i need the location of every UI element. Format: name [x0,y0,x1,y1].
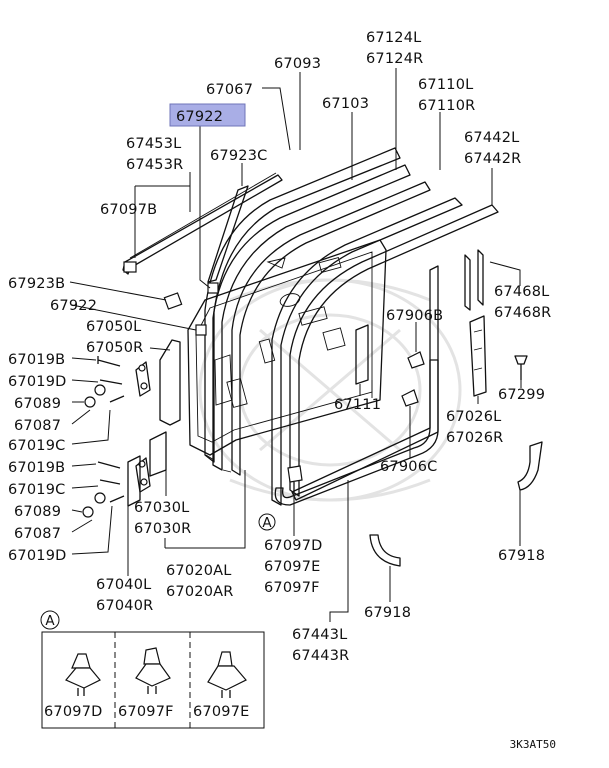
label-67110l[interactable]: 67110L [418,77,473,93]
label-67922-highlighted[interactable]: 67922 [176,109,223,125]
label-67050r[interactable]: 67050R [86,340,143,356]
label-67299[interactable]: 67299 [498,387,545,403]
door-assembly [122,147,499,506]
label-67097d[interactable]: 67097D [264,538,323,554]
label-67020al[interactable]: 67020AL [166,563,232,579]
part-67906c [401,389,419,407]
label-67019d-upper[interactable]: 67019D [8,374,67,390]
label-67087-lower[interactable]: 67087 [14,526,61,542]
label-67110r[interactable]: 67110R [418,98,475,114]
label-67019b-lower[interactable]: 67019B [8,460,65,476]
part-67299 [514,355,528,380]
label-67030l[interactable]: 67030L [134,500,189,516]
label-67918-right[interactable]: 67918 [498,548,545,564]
label-67019d-lower[interactable]: 67019D [8,548,67,564]
door-check-67050 [159,339,181,426]
label-67918-bottom[interactable]: 67918 [364,605,411,621]
label-67468r[interactable]: 67468R [494,305,551,321]
clip-67097b [123,261,137,273]
svg-text:A: A [45,613,55,629]
clip-67097f-icon [135,647,171,694]
label-67124r[interactable]: 67124R [366,51,423,67]
label-67050l[interactable]: 67050L [86,319,141,335]
label-67019c-lower[interactable]: 67019C [8,482,65,498]
figure-code: 3K3AT50 [510,738,556,751]
label-67453l[interactable]: 67453L [126,136,181,152]
label-67019c-upper[interactable]: 67019C [8,438,65,454]
label-67103[interactable]: 67103 [322,96,369,112]
label-67097b[interactable]: 67097B [100,202,157,218]
hinge-upper [84,356,151,408]
part-67026 [469,315,487,397]
hinge-plate-67030 [149,431,167,477]
label-67442l[interactable]: 67442L [464,130,519,146]
label-67124l[interactable]: 67124L [366,30,421,46]
hinge-lower [82,457,151,518]
callout-labels: 67093 67067 67922 67124L 67124R 67103 67… [8,30,551,664]
label-67040l[interactable]: 67040L [96,577,151,593]
label-67468l[interactable]: 67468L [494,284,549,300]
label-67020ar[interactable]: 67020AR [166,584,234,600]
label-67923c[interactable]: 67923C [210,148,267,164]
label-67906b[interactable]: 67906B [386,308,443,324]
inset-detail-a: A 67097D 67097F 67097E [40,610,265,729]
label-67093[interactable]: 67093 [274,56,321,72]
label-67443l[interactable]: 67443L [292,627,347,643]
label-67040r[interactable]: 67040R [96,598,153,614]
leader-lines [69,68,522,622]
label-67443r[interactable]: 67443R [292,648,349,664]
label-67067[interactable]: 67067 [206,82,253,98]
watermark-emblem [198,278,462,502]
label-67030r[interactable]: 67030R [134,521,191,537]
label-67087-upper[interactable]: 67087 [14,418,61,434]
part-67906b [407,351,425,369]
hinge-plate-67040 [127,455,141,507]
inset-label-67097f[interactable]: 67097F [118,704,174,720]
svg-text:A: A [262,515,272,531]
label-67026r[interactable]: 67026R [446,430,503,446]
label-67453r[interactable]: 67453R [126,157,183,173]
label-67019b-upper[interactable]: 67019B [8,352,65,368]
label-67111[interactable]: 67111 [334,397,381,413]
clip-67097e-icon [207,651,247,698]
inset-label-67097e[interactable]: 67097E [193,704,250,720]
inset-label-67097d[interactable]: 67097D [44,704,103,720]
part-67918-right [517,441,543,491]
clip-67097d-icon [65,653,101,696]
label-67923b[interactable]: 67923B [8,276,65,292]
label-67097f[interactable]: 67097F [264,580,320,596]
label-67922[interactable]: 67922 [50,298,97,314]
label-67442r[interactable]: 67442R [464,151,521,167]
label-67026l[interactable]: 67026L [446,409,501,425]
label-67097e[interactable]: 67097E [264,559,321,575]
highlight-67922[interactable] [169,103,246,127]
latch-group [163,282,219,336]
clip-67097-a [287,465,303,492]
label-67089-upper[interactable]: 67089 [14,396,61,412]
detail-marker-a: A [258,513,276,531]
part-67918-bottom [369,534,401,567]
label-67906c[interactable]: 67906C [380,459,437,475]
label-67089-lower[interactable]: 67089 [14,504,61,520]
